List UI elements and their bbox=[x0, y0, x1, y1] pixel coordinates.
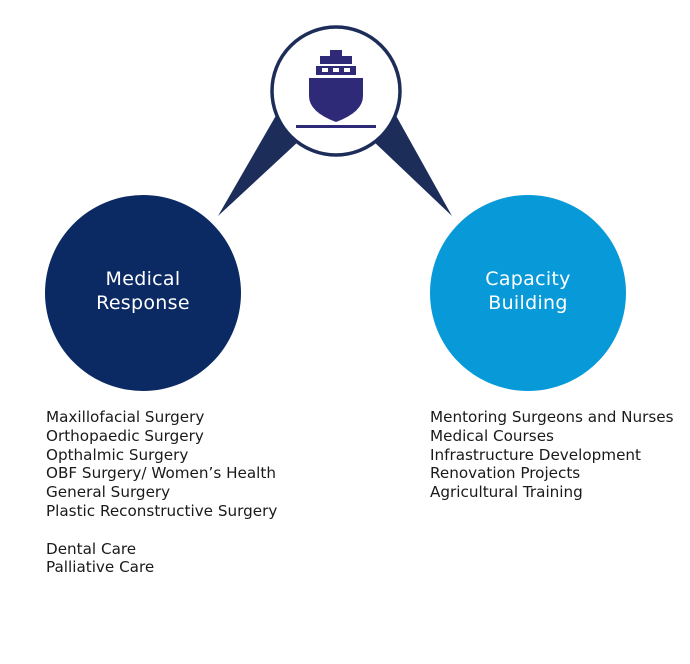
medical-list-item: Dental Care bbox=[46, 539, 137, 558]
capacity-list-item: Agricultural Training bbox=[430, 483, 583, 502]
ship-icon bbox=[296, 50, 376, 128]
ship-emblem bbox=[270, 25, 402, 157]
capacity-list-item: Medical Courses bbox=[430, 426, 554, 445]
connector-left bbox=[218, 112, 300, 216]
medical-response-title-line-1: Medical bbox=[106, 268, 181, 290]
medical-list-item: OBF Surgery/ Women’s Health bbox=[46, 464, 276, 483]
connector-right bbox=[372, 112, 452, 216]
medical-response-circle bbox=[45, 195, 241, 391]
capacity-list-item: Renovation Projects bbox=[430, 464, 581, 483]
list-spacer bbox=[46, 521, 277, 540]
medical-response-node: Medical Response bbox=[45, 195, 241, 391]
medical-list-item: Plastic Reconstructive Surgery bbox=[46, 501, 278, 520]
medical-list-item: Maxillofacial Surgery bbox=[46, 408, 205, 426]
capacity-building-node: Capacity Building bbox=[430, 195, 626, 391]
capacity-list-item: Infrastructure Development bbox=[430, 445, 641, 464]
capacity-building-title-line-1: Capacity bbox=[485, 268, 570, 290]
capacity-building-list: Mentoring Surgeons and Nurses Medical Co… bbox=[430, 408, 674, 502]
medical-list-item: Palliative Care bbox=[46, 558, 155, 577]
capacity-list-item: Mentoring Surgeons and Nurses bbox=[430, 408, 674, 426]
medical-list-item: Opthalmic Surgery bbox=[46, 445, 189, 464]
medical-response-title-line-2: Response bbox=[96, 292, 190, 314]
capacity-building-circle bbox=[430, 195, 626, 391]
medical-list-item: General Surgery bbox=[46, 483, 171, 502]
medical-response-list: Maxillofacial Surgery Orthopaedic Surger… bbox=[46, 408, 277, 577]
capacity-building-title-line-2: Building bbox=[488, 292, 567, 314]
medical-list-item: Orthopaedic Surgery bbox=[46, 426, 204, 445]
